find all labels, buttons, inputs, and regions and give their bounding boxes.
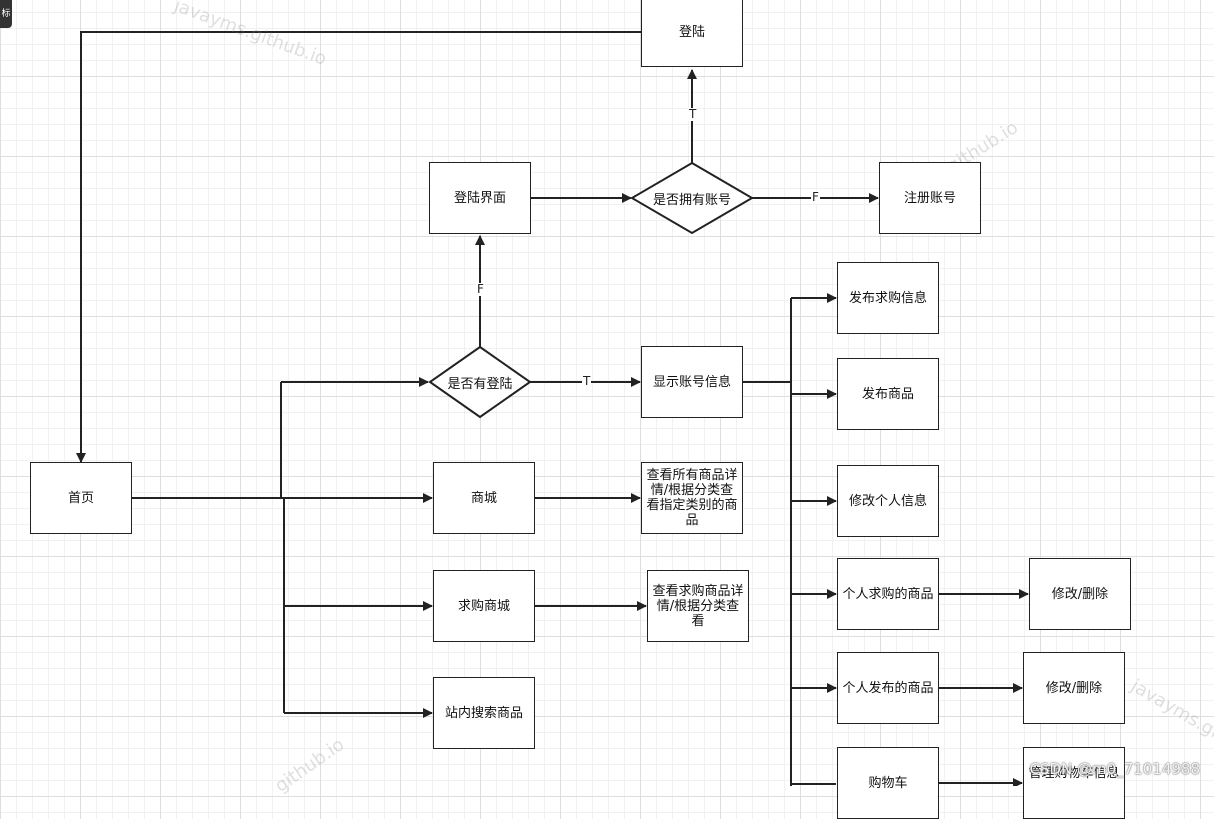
- node-wanted-mall: 求购商城: [433, 570, 535, 642]
- node-view-wanted: 查看求购商品详情/根据分类查看: [647, 570, 749, 642]
- node-view-all: 查看所有商品详情/根据分类查看指定类别的商品: [641, 462, 743, 534]
- node-my-posted: 个人发布的商品: [837, 652, 939, 724]
- edge-label-logged-in-true: T: [582, 374, 592, 388]
- node-post-goods: 发布商品: [837, 358, 939, 430]
- node-login-ui: 登陆界面: [429, 162, 531, 234]
- decision-diamond-has-account: [630, 161, 754, 235]
- node-home: 首页: [30, 462, 132, 534]
- node-site-search: 站内搜索商品: [433, 677, 535, 749]
- node-my-wanted: 个人求购的商品: [837, 558, 939, 630]
- node-show-account: 显示账号信息: [641, 346, 743, 418]
- decision-diamond-is-logged-in: [428, 345, 532, 419]
- node-login: 登陆: [641, 0, 743, 67]
- node-cart: 购物车: [837, 747, 939, 819]
- node-edit-delete-2: 修改/删除: [1023, 652, 1125, 724]
- edge-login-to-home: [76, 31, 641, 463]
- node-edit-delete-1: 修改/删除: [1029, 558, 1131, 630]
- node-mall: 商城: [433, 462, 535, 534]
- csdn-credit: CSDN @m0_71014988: [1029, 760, 1200, 778]
- node-register: 注册账号: [879, 162, 981, 234]
- edge-label-logged-in-false: F: [476, 282, 485, 296]
- flow-connectors: [76, 31, 1029, 786]
- node-edit-profile: 修改个人信息: [837, 465, 939, 537]
- decision-is-logged-in: 是否有登陆: [447, 376, 513, 392]
- decision-has-account: 是否拥有账号: [652, 192, 731, 208]
- corner-tab: 标: [0, 0, 12, 28]
- edge-label-has-account-false: F: [811, 190, 820, 204]
- edge-label-has-account-true: T: [688, 107, 698, 121]
- node-manage-cart: 管理购物车信息: [1023, 747, 1125, 819]
- node-post-wanted: 发布求购信息: [837, 262, 939, 334]
